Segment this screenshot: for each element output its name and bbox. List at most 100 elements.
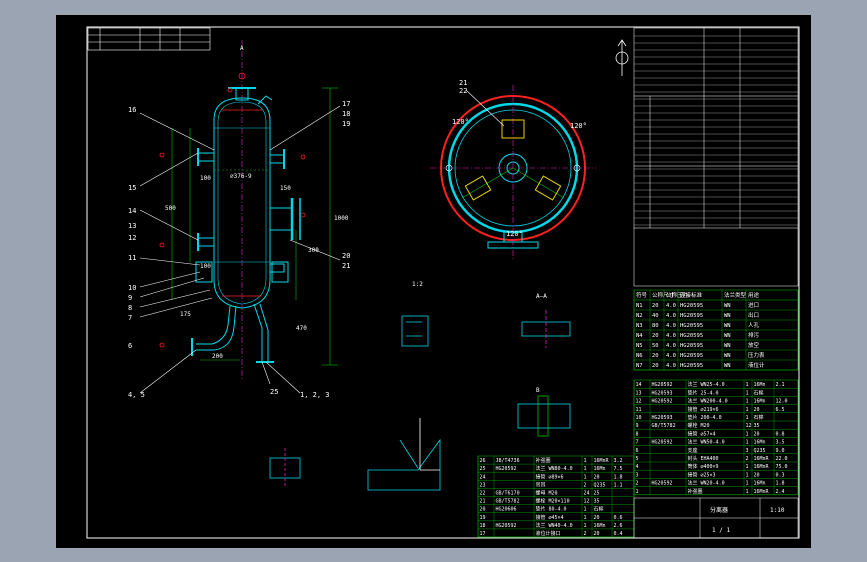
parts-list-cell: 16Mn (754, 399, 766, 405)
plan-lug (534, 175, 562, 201)
nozzle-table-cell: 出口 (748, 311, 759, 319)
parts-list-cell: 2.6 (614, 523, 623, 529)
vessel-elevation (159, 40, 338, 380)
part-label: 21 (342, 262, 350, 270)
svg-text:22: 22 (459, 87, 467, 95)
parts-list-cell: 1 (746, 440, 749, 446)
parts-list-cell: 1.8 (614, 474, 623, 480)
svg-text:120°: 120° (570, 122, 587, 130)
parts-list-cell: 螺栓 M20×110 (536, 498, 570, 505)
parts-list-cell: HG20592 (652, 399, 673, 405)
parts-list-cell: 1 (746, 464, 749, 470)
parts-list-cell: 24 (480, 474, 486, 480)
vessel-shell (213, 97, 271, 309)
detail-views (269, 310, 571, 491)
parts-list-cell: 17 (480, 531, 486, 537)
parts-list-cell: 螺栓 M20 (688, 422, 710, 429)
leaders-left (139, 105, 341, 394)
revision-table (87, 27, 211, 51)
nozzle-table-cell: HG20595 (680, 363, 703, 369)
nozzle-table-cell: 80 (652, 323, 659, 329)
parts-list-cell: 0.4 (614, 531, 623, 537)
parts-list-cell: 接管 ∅89×6 (536, 473, 564, 480)
parts-list-cell: 11 (636, 407, 642, 413)
plan-labels: 120° 120° 120° 21 22 (452, 79, 587, 238)
plan-lug (464, 175, 492, 201)
parts-list-cell: 1.1 (614, 482, 623, 488)
parts-list-cell: 法兰 WN50-4.0 (688, 439, 725, 446)
nozzle-table-cell: 排污 (748, 331, 760, 339)
parts-list-cell: 12 (746, 423, 752, 429)
nozzle-table-cell: WN (724, 323, 731, 329)
parts-list-cell: 35 (594, 499, 600, 505)
nozzle-table-cell: N4 (636, 333, 643, 339)
nozzle-table-header: 公称尺寸 (652, 291, 675, 299)
parts-list-cell: 1.8 (776, 481, 785, 487)
parts-list-cell: 10 (636, 415, 642, 421)
parts-list-cell: 3.2 (614, 458, 623, 464)
parts-list-cell: 12 (584, 499, 590, 505)
part-label: 13 (128, 222, 136, 230)
drawing-name: 分离器 (710, 506, 728, 514)
parts-list-cell: 22 (480, 491, 486, 497)
parts-list-cell: 1 (746, 415, 749, 421)
part-label: 18 (342, 110, 350, 118)
nozzle-table-cell: 20 (652, 303, 659, 309)
parts-list-cell: 5 (636, 456, 639, 462)
parts-list-cell: 16Mn (594, 466, 606, 472)
nozzle-table-cell: 4.0 (666, 343, 676, 349)
nozzle-table-cell: HG20595 (680, 353, 703, 359)
parts-list-cell: 接管 ∅25×3 (688, 471, 716, 478)
parts-list-cell: 20 (754, 407, 760, 413)
parts-list-cell: 法兰 WN20-4.0 (688, 480, 725, 487)
nozzle-table-cell: WN (724, 313, 731, 319)
parts-list-cell: 接管 ∅45×4 (536, 514, 564, 521)
svg-text:500: 500 (165, 205, 176, 212)
parts-list-cell: HG20592 (496, 523, 517, 529)
nozzle-table-cell: N2 (636, 313, 643, 319)
nozzle-table-cell: 20 (652, 333, 659, 339)
nozzle-table-cell: HG20595 (680, 303, 703, 309)
parts-list-cell: 20 (754, 472, 760, 478)
nozzle-table-cell: 20 (652, 353, 659, 359)
nozzle-table-header: 符号 (636, 291, 648, 299)
svg-text:100: 100 (200, 175, 211, 182)
design-data-table (633, 27, 799, 287)
part-label: 9 (128, 294, 132, 302)
parts-list-cell: 12 (636, 399, 642, 405)
parts-list-cell: 4 (636, 464, 639, 470)
parts-list-cell: 1 (746, 489, 749, 495)
part-label: 4, 5 (128, 391, 145, 399)
part-label: 6 (128, 342, 132, 350)
parts-list-cell: 2 (636, 481, 639, 487)
parts-list-cell: 12.0 (776, 399, 788, 405)
parts-list-cell: 2.1 (776, 382, 785, 388)
svg-text:120°: 120° (506, 230, 523, 238)
part-label: 19 (342, 120, 350, 128)
parts-list-cell: Q235 (594, 482, 606, 488)
parts-list-cell: 垫片 25-4.0 (688, 389, 719, 396)
nozzle-table-header: 连接标准 (680, 291, 703, 299)
part-label: 17 (342, 100, 350, 108)
parts-list-cell: 1 (584, 507, 587, 513)
bottom-outlet-left (196, 305, 231, 345)
part-label: 8 (128, 304, 132, 312)
nozzle-table-cell: N3 (636, 323, 643, 329)
nozzle-table-cell: HG20595 (680, 343, 703, 349)
parts-list-cell: 1 (746, 382, 749, 388)
nozzle-table-cell: 放空 (748, 341, 760, 349)
part-labels-right: 17 18 19 20 21 25 1, 2, 3 (270, 100, 350, 399)
parts-list-cell: HG20592 (652, 382, 673, 388)
parts-list-cell: 1 (584, 466, 587, 472)
nozzle-table-cell: 40 (652, 313, 659, 319)
parts-list-cell: 7.5 (614, 466, 623, 472)
nozzle-table-cell: 人孔 (748, 321, 760, 329)
nozzle-table-cell: 4.0 (666, 333, 676, 339)
drawing-scale: 1:10 (770, 507, 785, 514)
parts-list-cell: 垫片 80-4.0 (536, 506, 567, 513)
parts-list-cell: 法兰 WN200-4.0 (688, 398, 728, 405)
svg-text:1000: 1000 (334, 215, 349, 222)
nozzle-table-cell: 进口 (748, 301, 759, 309)
